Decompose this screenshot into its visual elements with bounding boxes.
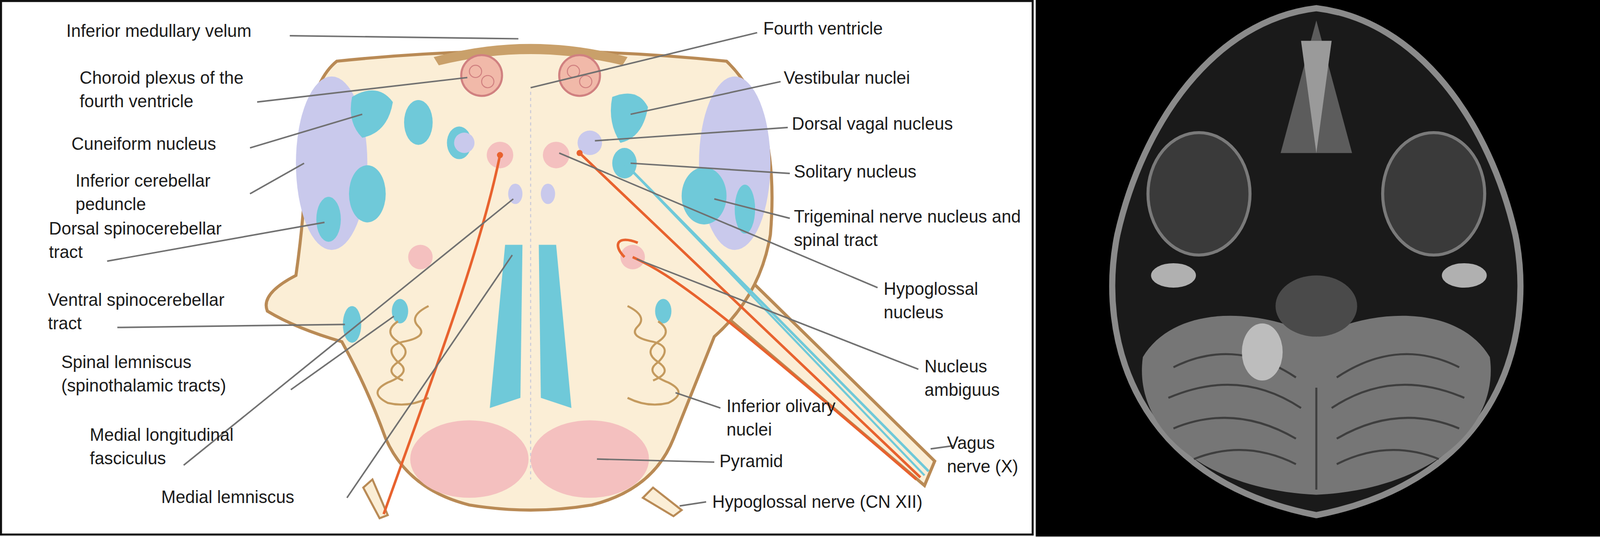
structure-label: Pyramid xyxy=(719,450,822,474)
structure-label: Dorsal vagal nucleus xyxy=(791,112,1017,136)
structure-label: Vestibular nuclei xyxy=(783,66,988,91)
structure-label: Medial longitudinal fasciculus xyxy=(90,423,254,471)
structure-label: Dorsal spinocerebellar tract xyxy=(48,217,253,265)
structure-label: Cuneiform nucleus xyxy=(71,132,250,157)
structure-label: Inferior cerebellar peduncle xyxy=(75,169,249,217)
structure-label: Inferior medullary velum xyxy=(66,19,292,43)
structure-label: Fourth ventricle xyxy=(763,17,968,41)
structure-label: Inferior olivary nuclei xyxy=(726,394,839,442)
structure-label: Nucleus ambiguus xyxy=(924,355,1027,403)
structure-label: Vagus nerve (X) xyxy=(946,431,1029,479)
structure-label: Spinal lemniscus (spinothalamic tracts) xyxy=(61,350,296,398)
structure-label: Hypoglossal nucleus xyxy=(883,277,1007,325)
structure-label: Trigeminal nerve nucleus and spinal trac… xyxy=(793,204,1024,252)
structure-label: Choroid plexus of the fourth ventricle xyxy=(79,66,259,114)
structure-label: Medial lemniscus xyxy=(161,485,346,510)
structure-label: Solitary nucleus xyxy=(793,160,998,184)
structure-label: Hypoglossal nerve (CN XII) xyxy=(712,490,1009,515)
structure-label: Ventral spinocerebellar tract xyxy=(47,288,263,336)
